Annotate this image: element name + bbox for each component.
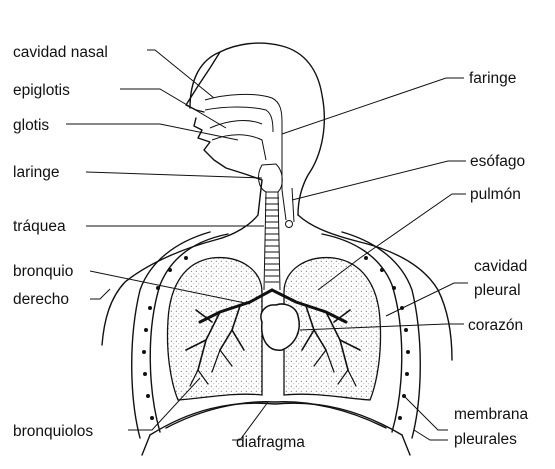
- label-epiglotis: epiglotis: [13, 82, 70, 99]
- rib-dot: [406, 350, 410, 354]
- rib-dot: [364, 256, 368, 260]
- rib-dot: [146, 394, 150, 398]
- rib-dot: [168, 268, 172, 272]
- rib-dot: [380, 268, 384, 272]
- label-glotis: glotis: [13, 117, 49, 134]
- rib-dot: [404, 328, 408, 332]
- rib-dot: [392, 286, 396, 290]
- rib-dot: [184, 256, 188, 260]
- label-membrana-2: pleurales: [454, 431, 517, 448]
- label-bronquio-2: derecho: [13, 291, 69, 308]
- label-diafragma: diafragma: [236, 434, 305, 451]
- label-pulmon: pulmón: [470, 186, 521, 203]
- label-cavidad-pleural-2: pleural: [474, 282, 521, 299]
- leader-lines: [66, 50, 468, 440]
- labels: cavidad nasal epiglotis glotis laringe t…: [13, 44, 528, 451]
- rib-dot: [398, 416, 402, 420]
- rib-dot: [148, 306, 152, 310]
- rib-dot: [156, 286, 160, 290]
- label-cavidad-nasal: cavidad nasal: [13, 44, 108, 61]
- rib-dot: [405, 372, 409, 376]
- label-laringe: laringe: [13, 164, 60, 181]
- label-esofago: esófago: [470, 153, 525, 170]
- label-bronquio-1: bronquio: [13, 263, 73, 280]
- label-cavidad-pleural-1: cavidad: [474, 258, 527, 275]
- airway-upper: [205, 94, 294, 227]
- rib-dot: [144, 328, 148, 332]
- rib-dot: [143, 372, 147, 376]
- rib-dot: [142, 350, 146, 354]
- label-membrana-1: membrana: [454, 406, 528, 423]
- label-corazon: corazón: [468, 317, 523, 334]
- label-faringe: faringe: [469, 70, 516, 87]
- label-bronquiolos: bronquiolos: [13, 423, 93, 440]
- rib-dot: [150, 416, 154, 420]
- label-traquea: tráquea: [13, 218, 66, 235]
